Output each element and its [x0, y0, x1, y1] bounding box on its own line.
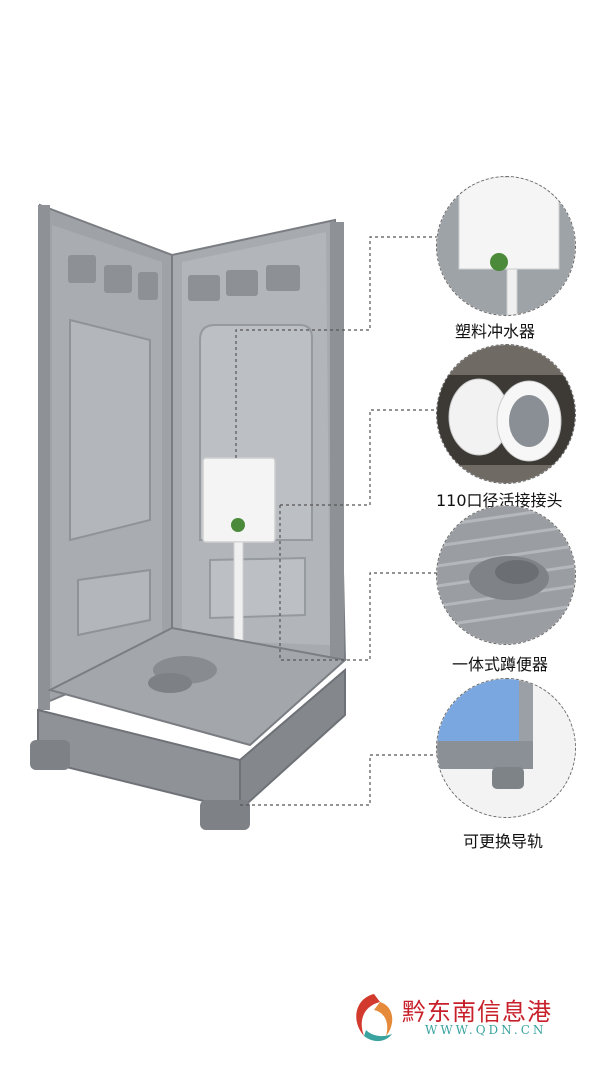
flush-tank-icon — [437, 177, 575, 315]
callout-label: 可更换导轨 — [463, 832, 544, 851]
callout-label: 塑料冲水器 — [455, 322, 536, 341]
watermark-url: WWW.QDN.CN — [425, 1023, 547, 1037]
leader-line-2 — [280, 409, 440, 506]
squat-toilet-icon — [437, 506, 575, 644]
guide-rail-icon — [437, 679, 575, 817]
watermark-name: 黔东南信息港 — [402, 998, 552, 1026]
base-side — [239, 667, 346, 813]
callout-circle-guide-rail — [436, 678, 576, 818]
callout-label: 一体式蹲便器 — [452, 655, 549, 674]
leader-line-1 — [235, 236, 440, 458]
callout-circle-pipe-union — [436, 344, 576, 484]
callout-circle-squat-toilet — [436, 505, 576, 645]
leader-line-3 — [279, 505, 440, 661]
callout-circle-flush-tank — [436, 176, 576, 316]
pipe-union-icon — [437, 345, 575, 483]
floor — [47, 626, 348, 747]
callout-label: 110口径活接接头 — [436, 491, 563, 510]
watermark-logo-icon — [356, 994, 393, 1042]
